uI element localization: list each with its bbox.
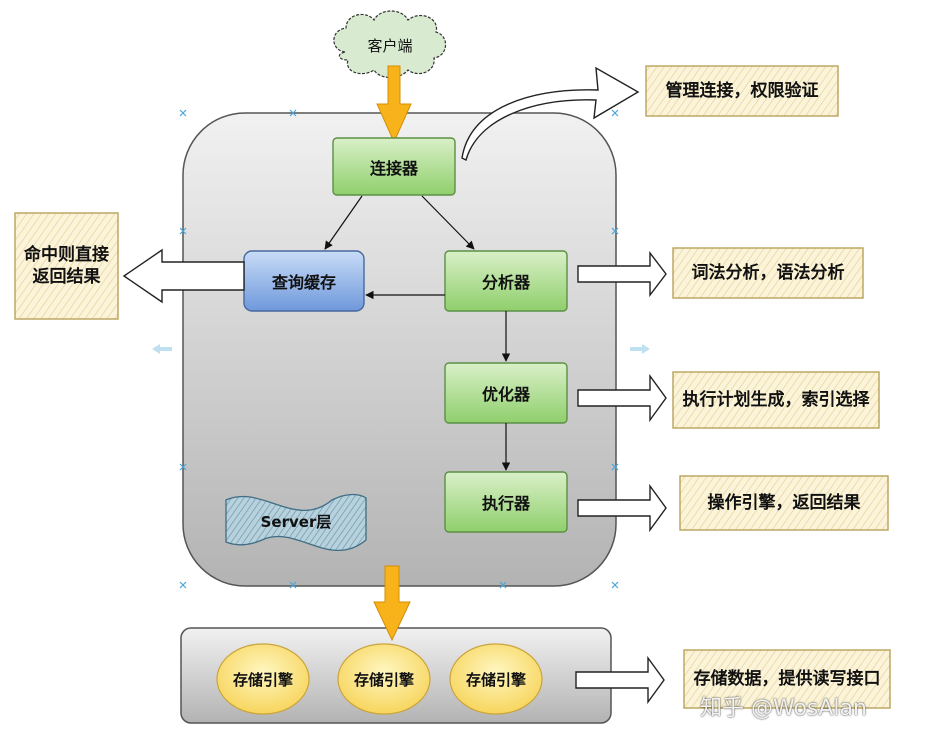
watermark: 知乎 @WosAlan [700, 696, 867, 721]
storage-engine-ellipse-3 [449, 643, 543, 715]
analyzer-to-note-arrow [577, 250, 667, 298]
flow-connectors [324, 195, 511, 471]
cache-hit-note-box [14, 212, 119, 320]
analyzer-note-box [672, 247, 864, 299]
executor-to-note-arrow [577, 483, 667, 533]
optimizer-to-note-arrow [577, 373, 667, 423]
cache-to-note-arrow [122, 248, 245, 304]
executor-note-box [679, 475, 889, 531]
executor-node [444, 471, 568, 533]
analyzer-node [444, 250, 568, 312]
server-to-storage-arrow [373, 565, 411, 642]
storage-engine-ellipse-2 [337, 643, 431, 715]
storage-to-note-arrow [575, 655, 665, 705]
client-to-connector-arrow [376, 65, 412, 144]
connector-node [332, 137, 456, 196]
query-cache-node [243, 250, 365, 312]
selection-handles [179, 109, 619, 589]
client-cloud-icon [333, 10, 447, 79]
storage-engine-ellipse-1 [216, 643, 310, 715]
server-layer-banner [225, 493, 367, 552]
storage-note-box [683, 649, 891, 709]
connector-note-box [645, 65, 839, 117]
optimizer-note-box [672, 371, 880, 429]
optimizer-node [444, 362, 568, 424]
connector-to-note-arrow [461, 66, 640, 162]
side-handle-arrows [152, 344, 650, 354]
